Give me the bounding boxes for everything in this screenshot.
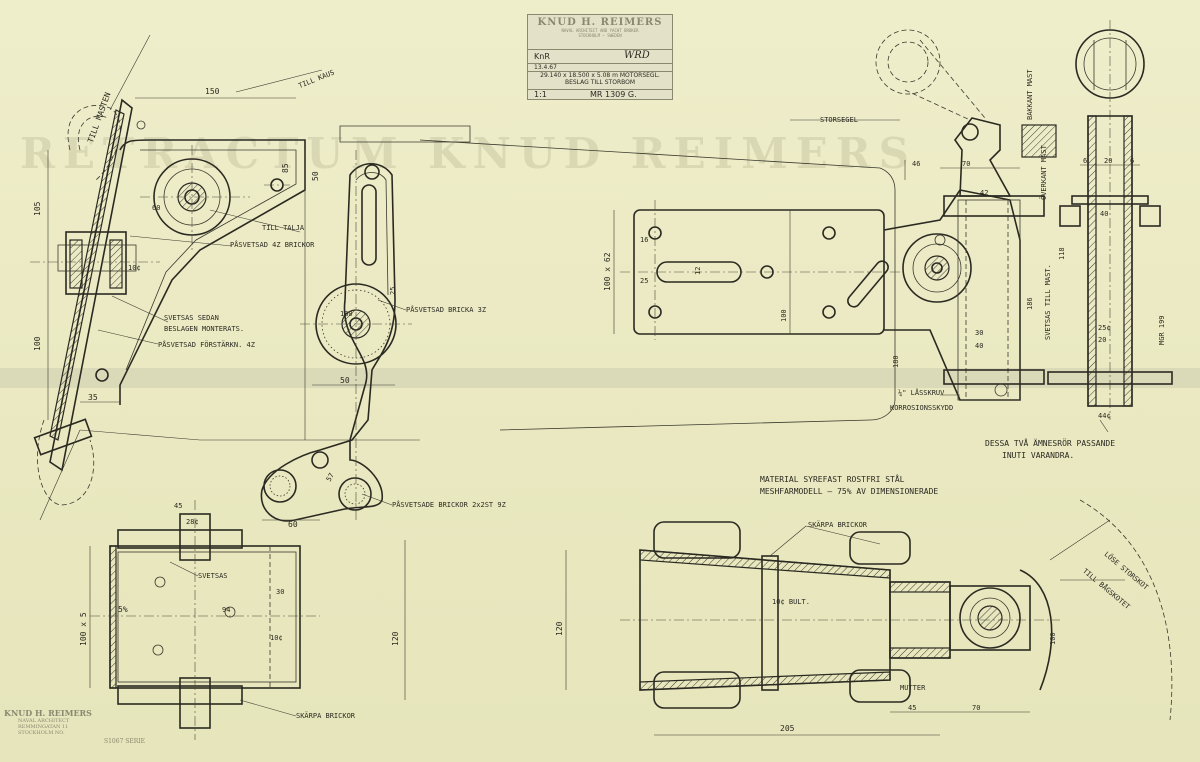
dim-50-plate: 50 [340,376,350,385]
label-material-2: MESHFARMODELL — 75% AV DIMENSIONERADE [760,487,938,496]
dim-10-left: 10¢ [270,634,283,642]
label-overkant-mast: ÖVERKANT MAST [1039,144,1048,200]
dim-205: 205 [780,724,795,733]
dim-100-plate: 100 [780,309,788,322]
stamp-date: 13.4.67 [534,64,557,71]
dim-105: 105 [33,201,42,216]
dim-180: 180 [892,355,900,368]
label-svetsas-till-mast: SVETSAS TILL MAST. [1044,264,1052,340]
dim-45-right: 45 [908,704,916,712]
label-material: MATERIAL SYREFAST ROSTFRI STÅL [760,473,905,484]
view-boom-end-plate: 100 x 62 16 25 12 100 70 42 46 BAKKANT M… [603,29,1066,412]
dim-70: 70 [962,160,970,168]
dim-85: 85 [281,163,290,173]
footer-line3: REMMINGATAN 11 [18,724,69,730]
stamp-title-line2: BESLAG TILL STORBOM [564,79,636,86]
stamp-title-line1: 29.140 x 18.500 x 5.08 m MOTORSEGL. [540,72,660,79]
footer-line4: STOCKHOLM NO. [18,730,65,736]
dim-10: 10¢ [128,264,141,272]
stamp-signature: WRD [624,50,650,61]
dim-30-left: 30 [276,588,284,596]
dim-6b: 6 [1130,157,1134,165]
dim-100x5: 100 x 5 [79,612,88,646]
title-stamp: KNUD H. REIMERS NAVAL ARCHITECT AND YACH… [527,14,673,100]
label-pasvetsad-4z: PÅSVETSAD 4Z BRICKOR [230,240,315,249]
dim-100-right: 100 [1049,632,1057,645]
dim-12: 12 [694,267,702,275]
label-pasvetsade-brickor: PÅSVETSADE BRICKOR 2x2ST 9Z [392,500,506,509]
footer-line1: KNUD H. REIMERS [4,708,92,718]
dim-20-mast: 20 [1098,336,1106,344]
view-boom-section-left: 100 x 5 5% 120 28¢ 45 30 10¢ 94 SVETSAS … [79,500,406,740]
label-dessa-tva: DESSA TVÅ ÄMNESRÖR PASSANDE [985,437,1115,448]
dim-42: 42 [980,189,988,197]
dim-100: 100 [33,336,42,351]
dim-45: 45 [174,502,182,510]
view-gooseneck-side: 150 105 100 35 85 50 60 10¢ TILL MASTEN … [30,34,420,521]
dim-30: 30 [975,329,983,337]
label-skarpa-brickor: SKÄRPA BRICKOR [296,711,356,720]
scan-band [0,368,1200,388]
dim-40-mast: 40 [1100,210,1108,218]
dim-199: MGR 199 [1158,315,1166,345]
dim-25-plate: 25 [389,287,397,295]
view-sheave-plate: 50 60 160 25 57 PÅSVETSAD BRICKA 3Z PÅSV… [260,150,506,529]
dim-50: 50 [311,171,320,181]
dim-160-plate: 160 [340,310,353,318]
stamp-drawing-no: MR 1309 G. [590,90,637,99]
label-till-talja: TILL TALJA [262,224,305,232]
dim-6a: 6 [1083,157,1087,165]
label-pasvetsad-bricka: PÅSVETSAD BRICKA 3Z [406,305,486,314]
label-pasvetsad-forstarkn: PÅSVETSAD FÖRSTÄRKN. 4Z [158,340,255,349]
view-mast-section: 6 20 6 40 25¢ 20 44¢ MGR 199 DESSA TVÅ Ä… [985,20,1173,460]
dim-16: 16 [640,236,648,244]
dim-5pct: 5% [118,605,128,614]
label-bakkant-mast: BAKKANT MAST [1026,69,1034,120]
dim-186: 186 [1026,297,1034,310]
footer-stamp: KNUD H. REIMERS NAVAL ARCHITECT REMMINGA… [4,708,145,752]
dim-40: 40 [975,342,983,350]
dim-120: 120 [391,631,400,646]
stamp-drawn-by: KnR [534,52,550,61]
label-beslagen-monterats: BESLAGEN MONTERATS. [164,325,244,333]
dim-120-right: 120 [555,621,564,636]
stamp-scale: 1:1 [534,90,547,99]
dim-118: 118 [1058,247,1066,260]
footer-line2: NAVAL ARCHITECT [18,718,70,724]
label-inuti-varandra: INUTI VARANDRA. [1002,451,1074,460]
stamp-brand-sub1: NAVAL ARCHITECT AND YACHT BROKER [561,28,639,33]
stamp-brand: KNUD H. REIMERS [537,17,663,28]
dim-94: 94 [222,606,230,614]
dim-60-circle: 60 [152,204,160,212]
dim-28: 28¢ [186,518,199,526]
dim-20: 20 [1104,157,1112,165]
view-boom-section-right: 120 205 45 70 100 10¢ BULT. SKÄRPA BRICK… [555,499,1173,736]
label-korrosion: KORROSIONSSKYDD [890,404,953,412]
dim-100x62: 100 x 62 [603,252,612,291]
label-svetsas-sedan: SVETSAS SEDAN [164,314,219,322]
dim-150: 150 [205,87,220,96]
dim-25: 25 [640,277,648,285]
ghost-watermark: RETRACTUM KNUD REIMERS [20,129,917,178]
dim-57-plate: 57 [325,472,336,483]
label-skarpa-brickor-2: SKÄRPA BRICKOR [808,520,868,529]
dim-46: 46 [912,160,920,168]
dim-60-plate: 60 [288,520,298,529]
stamp-header: KNUD H. REIMERS NAVAL ARCHITECT AND YACH… [528,15,672,49]
dim-35: 35 [88,393,98,402]
dim-70-right: 70 [972,704,980,712]
boom-outline: STORSEGEL [339,116,906,431]
label-mutter: MUTTER [900,684,926,692]
dim-25-mast: 25¢ [1098,324,1111,332]
footer-code: S1067 SERIE [104,738,146,745]
label-bult: 10¢ BULT. [772,598,810,606]
label-svetsas: SVETSAS [198,572,228,580]
label-lasskruv: ¼" LÅSSKRUV [898,388,945,397]
dim-44: 44¢ [1098,412,1111,420]
stamp-brand-sub2: STOCKHOLM — SWEDEN [578,33,622,38]
